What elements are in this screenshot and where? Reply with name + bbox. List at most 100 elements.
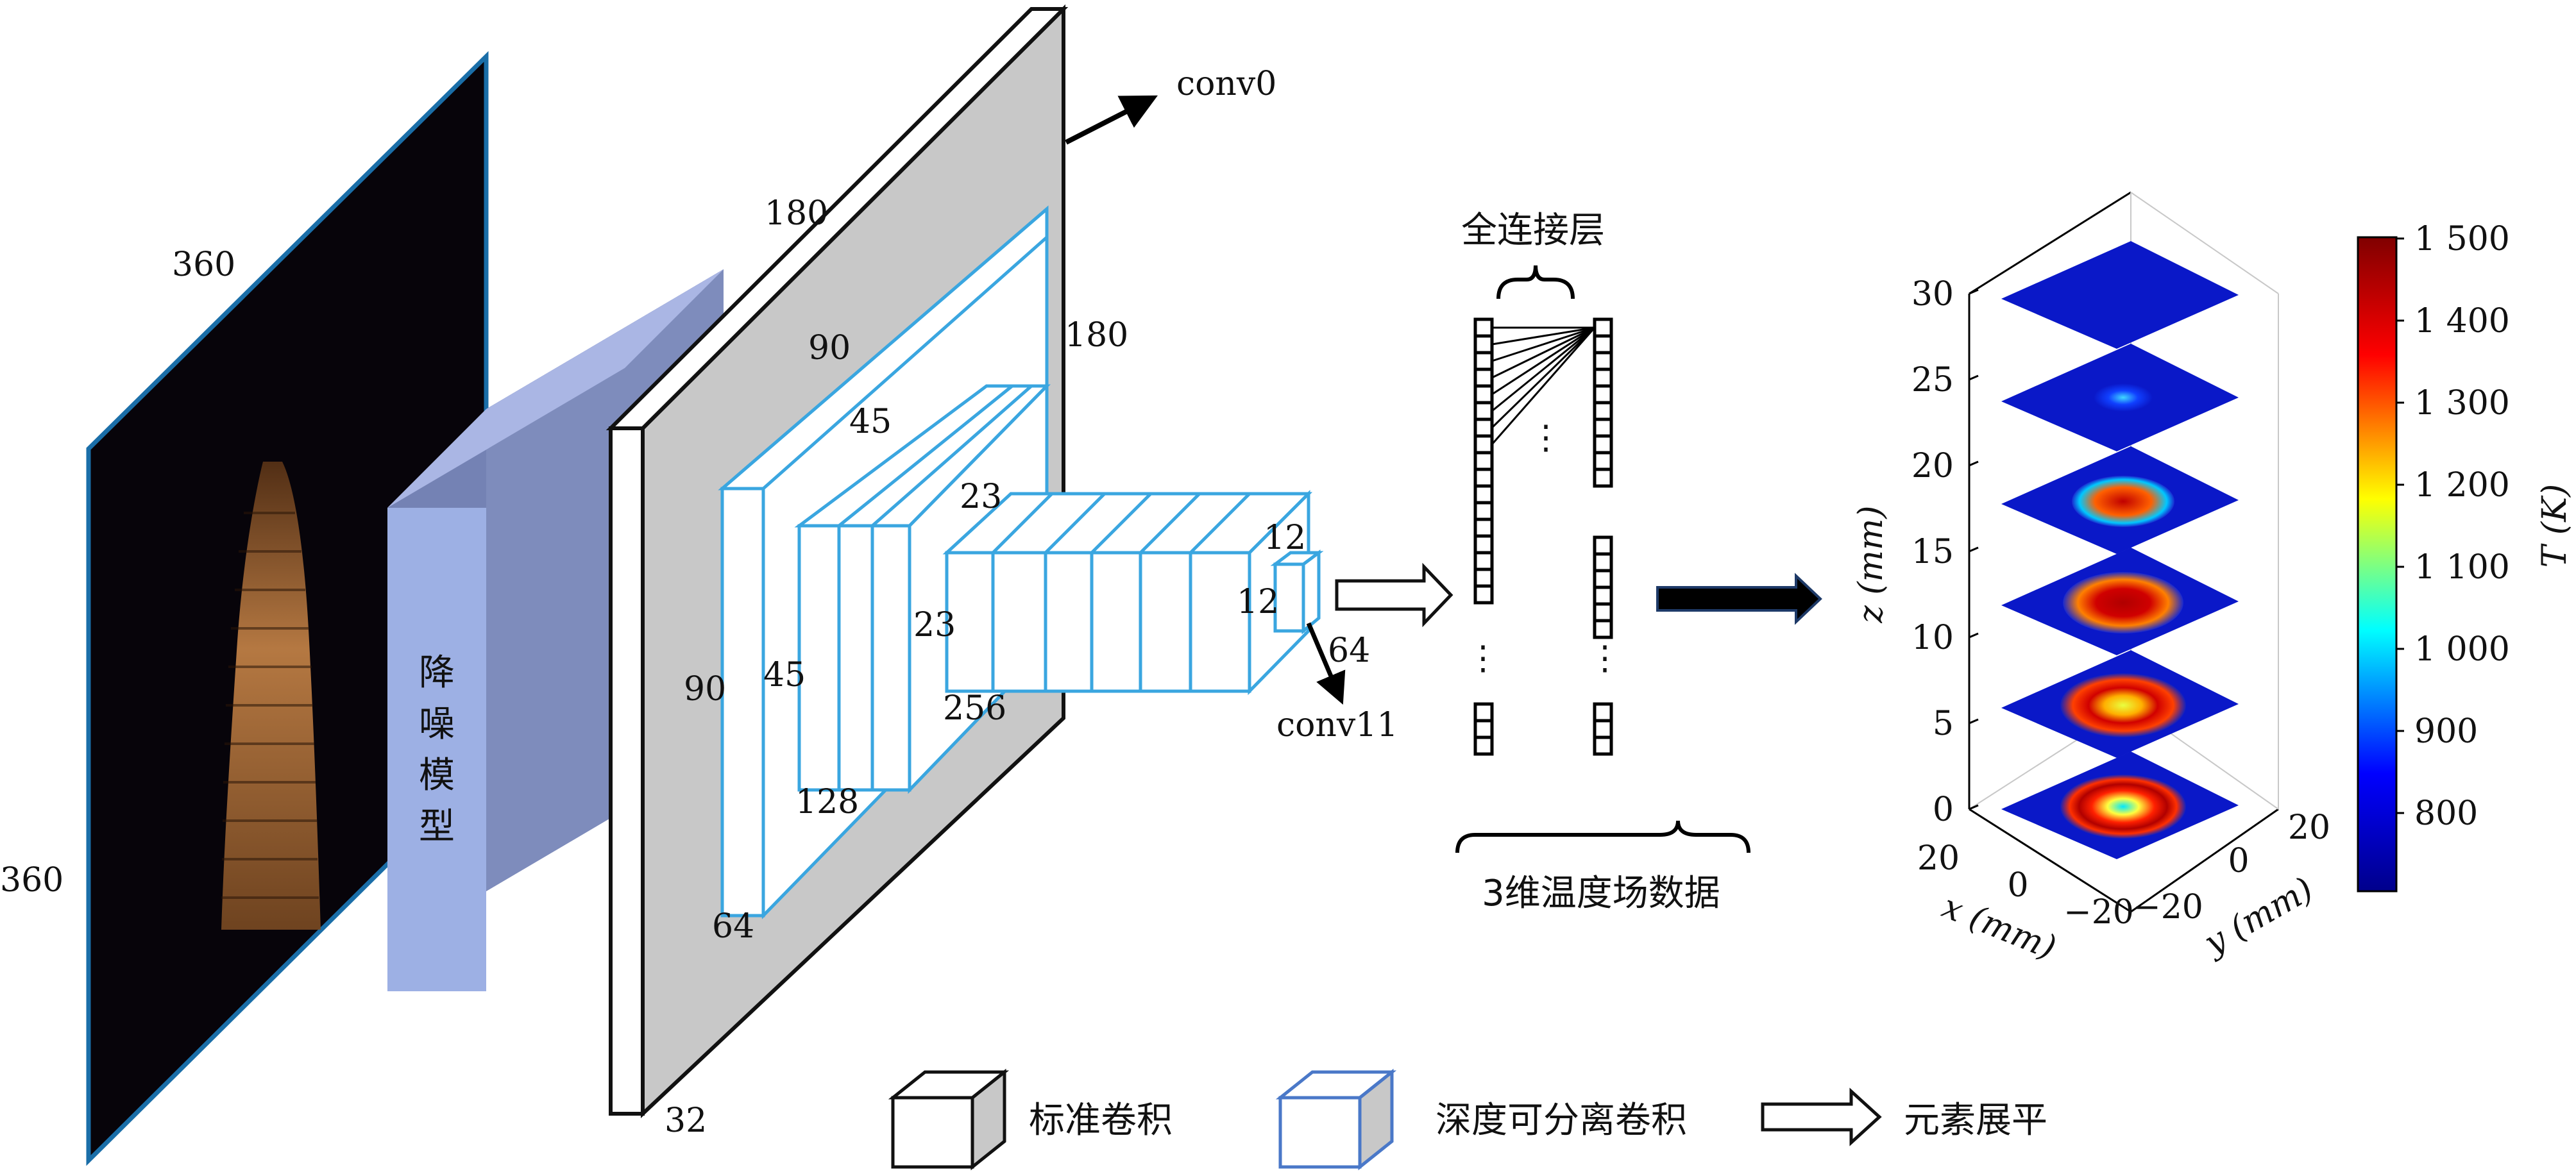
y-tick-neg20: −20 [2133,888,2203,927]
colorbar-tick-label: 800 [2414,794,2478,833]
conv0-height-label: 180 [1065,316,1128,355]
z-tick-label: 10 [1911,619,1954,657]
denoise-char-2: 噪 [419,703,455,745]
conv11-name: conv11 [1276,706,1398,744]
dw3-depth-label: 256 [943,689,1006,728]
fc-right-cell [1593,401,1613,421]
fc-right-mid-cell [1593,619,1613,639]
fc-left-cell [1473,417,1494,438]
dw1-depth-label: 64 [712,907,754,946]
legend: 标准卷积 深度可分离卷积 元素展平 [888,1068,2047,1171]
fc-left-cell [1473,334,1494,355]
dw3-height-label: 23 [913,606,956,644]
legend-flatten-label: 元素展平 [1904,1100,2047,1141]
fc-right-cell [1593,434,1613,455]
colorbar-tick-label: 1 400 [2414,302,2510,340]
slice-z5-hotspot [2060,673,2186,737]
dw1-height-label: 90 [684,670,726,709]
fc-right-mid-cell [1593,535,1613,556]
fc-right-mid-cell [1593,569,1613,589]
conv0-width-label: 180 [765,194,828,233]
fc-left-cell [1473,484,1494,505]
z-tick-mark [1969,289,1979,295]
fc-link [1491,327,1596,445]
fc-link [1491,326,1595,396]
slice-z0-hotspot [2060,775,2186,839]
x-tick-0: 0 [2007,866,2028,905]
denoise-char-4: 型 [419,806,455,848]
legend-depthwise-conv-icon [1275,1068,1397,1171]
fc-left-bottom-cell [1473,735,1494,756]
colorbar-tick-label: 1 100 [2414,548,2510,587]
to-plot-arrow [1656,573,1822,625]
dw-block-4 [1270,549,1324,635]
dw2-depth-label: 128 [795,783,859,821]
flatten-arrow [1335,562,1453,628]
colorbar-tick-label: 1 200 [2414,466,2510,505]
fc-right-mid-cell [1593,585,1613,606]
fc-right-bottom-cell [1593,719,1613,739]
colorbar-tick-label: 900 [2414,712,2478,751]
z-tick-label: 20 [1911,447,1954,485]
legend-flatten-icon [1761,1087,1882,1146]
dw4-width-label: 12 [1264,519,1306,557]
fc-left-cell [1473,451,1494,471]
fc-top-brace [1496,265,1575,299]
y-tick-0: 0 [2228,842,2249,880]
output-brace [1455,820,1750,853]
fc-right-cell [1593,317,1613,338]
dw2-width-label: 45 [849,403,892,441]
fc-left-column [1473,317,1494,756]
y-axis-label: y (mm) [2197,870,2320,964]
fc-left-bottom-cell [1473,719,1494,739]
conv0-arrow [1065,95,1158,145]
slice-z10-hotspot [2063,572,2183,633]
slice-z25 [2001,241,2239,349]
z-axis-label: z (mm) [1852,505,1890,623]
slice-z15-hotspot [2072,476,2174,527]
fc-link [1491,326,1596,429]
x-axis-label: x (mm) [1936,887,2061,968]
z-tick-mark [1969,718,1979,725]
fc-right-bottom-cell [1593,702,1613,723]
legend-standard-conv-label: 标准卷积 [1029,1100,1173,1141]
input-image [86,51,489,1166]
denoise-char-3: 模 [419,755,455,796]
fc-left-cell [1473,517,1494,538]
input-width-label: 360 [172,246,235,284]
fc-left-cell [1473,467,1494,488]
fc-right-cell [1593,451,1613,471]
dw2-height-label: 45 [763,656,806,694]
fc-left-cell [1473,501,1494,521]
dw3-width-label: 23 [960,478,1002,516]
fc-left-cell [1473,584,1494,605]
z-tick-label: 30 [1911,275,1954,314]
fc-dots-right: ⋮ [1588,639,1622,678]
fc-left-cell [1473,401,1494,421]
denoise-char-1: 降 [419,652,455,694]
fc-left-cell [1473,351,1494,371]
colorbar-tick-label: 1 300 [2414,384,2510,423]
z-tick-label: 0 [1933,791,1954,829]
fc-link [1491,326,1595,379]
fc-dots-mid: ⋮ [1529,419,1563,457]
fc-right-cell [1593,367,1613,388]
input-height-label: 360 [0,861,64,900]
x-tick-20: 20 [1917,839,1960,878]
z-tick-label: 15 [1911,533,1954,571]
colorbar-label: T (K) [2536,484,2574,568]
fc-right-bottom-cell [1593,735,1613,756]
slice-z20-hotspot [2094,383,2153,412]
dw4-height-label: 12 [1237,583,1279,621]
legend-standard-conv-icon [888,1068,1010,1171]
fc-link [1491,326,1595,346]
z-tick-mark [1969,374,1979,381]
fc-left-bottom-cell [1473,702,1494,723]
y-tick-20: 20 [2288,809,2330,847]
fc-left-cell [1473,384,1494,405]
conv11-arrow [1306,622,1346,705]
z-tick-mark [1969,632,1979,639]
fc-link [1491,326,1595,412]
z-tick-mark [1969,460,1979,467]
